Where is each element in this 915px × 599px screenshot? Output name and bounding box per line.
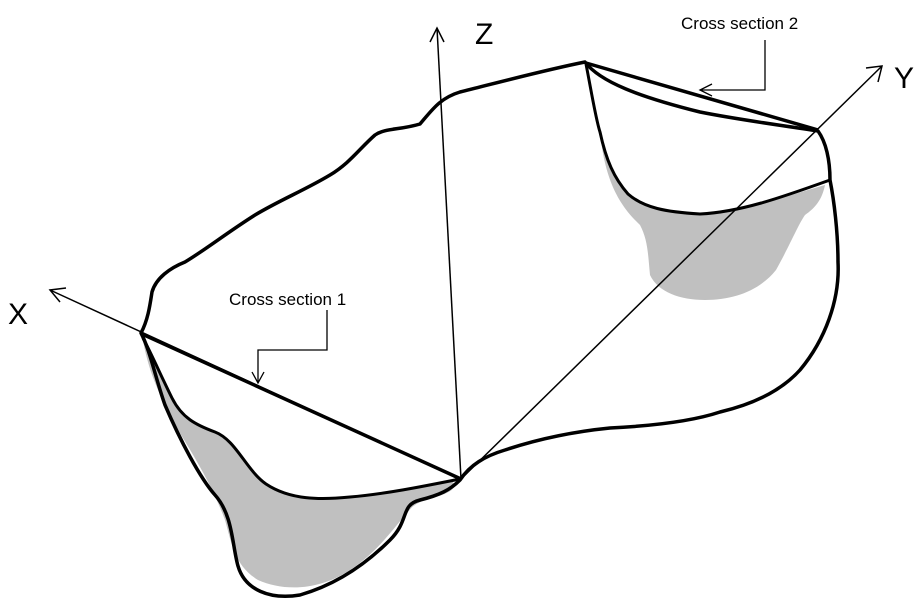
cross-section-2-fill [600, 132, 825, 300]
cross-section-1-fill [142, 335, 455, 588]
terrain-outline [139, 60, 840, 598]
y-axis-label: Y [894, 62, 914, 95]
z-axis-label: Z [475, 18, 493, 51]
y-axis [460, 65, 883, 480]
z-axis [429, 26, 462, 480]
cross-section-1-leader [251, 310, 328, 385]
cross-section-2-leader [698, 40, 766, 97]
cross-section-1-label: Cross section 1 [229, 290, 346, 309]
cross-section-2-profile [584, 63, 831, 216]
x-axis-label: X [8, 298, 28, 331]
x-axis [48, 287, 462, 480]
cross-section-2-label: Cross section 2 [681, 14, 798, 33]
cross-section-1-profile [141, 337, 461, 501]
cross-section-2-chord [585, 61, 819, 132]
